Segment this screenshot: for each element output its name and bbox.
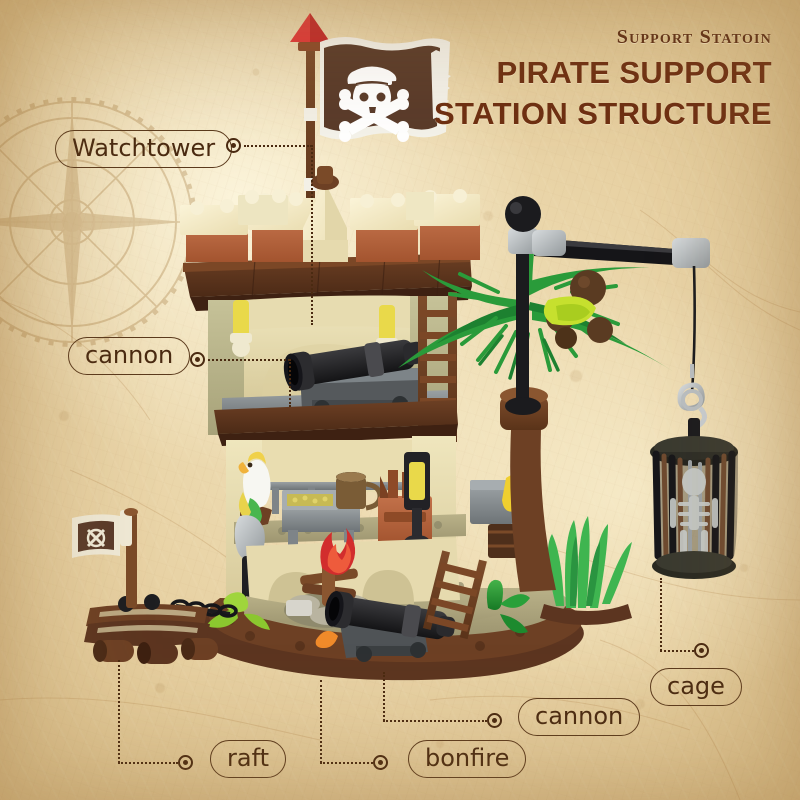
callout-raft[interactable]: raft xyxy=(210,740,287,779)
grass-tuft xyxy=(540,516,632,625)
callout-marker-cannon-upper xyxy=(190,352,205,367)
raft xyxy=(72,508,238,664)
cooking-pot xyxy=(336,472,383,511)
callout-label-watchtower[interactable]: Watchtower xyxy=(55,130,233,169)
callout-marker-bonfire xyxy=(373,755,388,770)
leader-cannon-lower-v xyxy=(383,672,385,721)
callout-label-cage[interactable]: cage xyxy=(650,668,742,707)
callout-label-raft[interactable]: raft xyxy=(210,740,287,779)
compass-rose-watermark xyxy=(0,97,197,347)
headline-line-2: STATION STRUCTURE xyxy=(433,96,772,132)
leader-raft-h xyxy=(118,762,178,764)
leader-cannon-upper-v xyxy=(289,359,291,407)
bonfire xyxy=(284,528,376,648)
supply-crate xyxy=(378,470,432,544)
watchtower-top-deck xyxy=(180,166,480,311)
callout-label-bonfire[interactable]: bonfire xyxy=(408,740,527,779)
callout-marker-watchtower xyxy=(226,138,241,153)
ground-cannon xyxy=(324,590,456,662)
callout-marker-cannon-lower xyxy=(487,713,502,728)
leader-cannon-lower-h xyxy=(383,720,487,722)
leader-cage-h xyxy=(660,650,694,652)
lower-deck xyxy=(226,436,529,629)
title-block: Support Statoin PIRATE SUPPORT STATION S… xyxy=(434,26,772,132)
tower-ladder xyxy=(418,292,457,446)
callout-cage[interactable]: cage xyxy=(650,668,742,707)
watchtower-cannon-deck xyxy=(208,292,458,446)
ground-ladder xyxy=(422,550,487,640)
callout-label-cannon-upper[interactable]: cannon xyxy=(68,337,191,376)
callout-marker-raft xyxy=(178,755,193,770)
kitchen-table xyxy=(282,490,360,552)
callout-cannon-upper[interactable]: cannon xyxy=(68,337,191,376)
callout-marker-cage xyxy=(694,643,709,658)
island-baseplate xyxy=(198,578,584,681)
parrot xyxy=(234,451,272,604)
kicker-text: Support Statoin xyxy=(616,26,772,48)
crane-hook xyxy=(677,364,707,429)
ground-plants xyxy=(206,516,632,634)
leader-raft-v xyxy=(118,660,120,763)
pirate-flag-group xyxy=(290,13,451,255)
callout-label-cannon-lower[interactable]: cannon xyxy=(518,698,641,737)
callout-watchtower[interactable]: Watchtower xyxy=(55,130,233,169)
leader-bonfire-v xyxy=(320,680,322,763)
leader-cage-v xyxy=(660,578,662,651)
standing-lantern xyxy=(404,452,430,549)
leader-watchtower-h xyxy=(244,145,312,147)
callout-cannon-lower[interactable]: cannon xyxy=(518,698,641,737)
leader-watchtower-v xyxy=(311,145,313,325)
headline-line-1: PIRATE SUPPORT xyxy=(496,55,772,90)
callout-bonfire[interactable]: bonfire xyxy=(408,740,527,779)
leader-cannon-upper-h xyxy=(208,359,290,361)
leader-bonfire-h xyxy=(320,762,373,764)
palm-tree xyxy=(398,232,674,592)
hanging-cage xyxy=(650,418,738,579)
crane xyxy=(505,196,710,429)
